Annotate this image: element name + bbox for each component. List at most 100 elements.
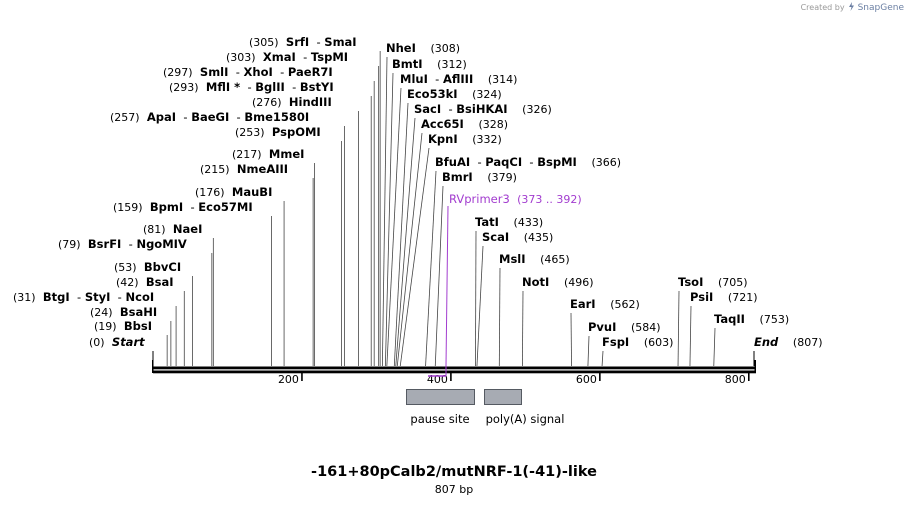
cut-position: (603) — [644, 336, 674, 349]
cut-position: (314) — [488, 73, 518, 86]
cut-position: (215) — [200, 163, 230, 176]
enzyme-name: BsiHKAI — [456, 102, 507, 116]
enzyme-name: BmrI — [442, 170, 473, 184]
cut-site-bmri[interactable]: BmrI (379) — [442, 170, 517, 184]
primer-label[interactable]: RVprimer3 (373 .. 392) — [449, 192, 582, 206]
tick-label-400: 400 — [427, 373, 448, 386]
cut-position: (433) — [514, 216, 544, 229]
credit-prefix: Created by — [800, 3, 845, 12]
cut-position: (312) — [437, 58, 467, 71]
cut-line-nhei — [381, 56, 388, 367]
enzyme-name: Acc65I — [421, 117, 464, 131]
cut-site-tati[interactable]: TatI (433) — [475, 215, 543, 229]
pause-site-box[interactable] — [406, 389, 475, 405]
cut-position: (305) — [249, 36, 279, 49]
cut-site-bsrfi[interactable]: (79) BsrFI - NgoMIV — [58, 237, 187, 251]
cut-position: (276) — [252, 96, 282, 109]
cut-site-smli[interactable]: (297) SmlI - XhoI - PaeR7I — [163, 65, 333, 79]
cut-site-scai[interactable]: ScaI (435) — [482, 230, 553, 244]
cut-site-bpmi[interactable]: (159) BpmI - Eco57MI — [113, 200, 253, 214]
enzyme-name: XmaI — [263, 50, 296, 64]
cut-site-mfli[interactable]: (293) MflI * - BglII - BstYI — [169, 80, 334, 94]
enzyme-name: MluI — [400, 72, 428, 86]
cut-line-noti — [521, 290, 524, 367]
cut-site-msli[interactable]: MslI (465) — [499, 252, 570, 266]
cut-site-noti[interactable]: NotI (496) — [522, 275, 594, 289]
cut-site-saci[interactable]: SacI - BsiHKAI (326) — [414, 102, 552, 116]
enzyme-name: Eco57MI — [198, 200, 252, 214]
cut-site-tsoi[interactable]: TsoI (705) — [678, 275, 748, 289]
enzyme-name: MauBI — [232, 185, 272, 199]
enzyme-name: End — [754, 335, 779, 349]
backbone-bottom-strand — [153, 370, 756, 374]
cut-site-end[interactable]: End (807) — [754, 335, 823, 349]
cut-site-srfi[interactable]: (305) SrfI - SmaI — [249, 35, 357, 49]
cut-site-maubi[interactable]: (176) MauBI — [195, 185, 272, 199]
cut-site-eco53ki[interactable]: Eco53kI (324) — [407, 87, 502, 101]
cut-position: (496) — [564, 276, 594, 289]
cut-site-bmti[interactable]: BmtI (312) — [392, 57, 467, 71]
cut-position: (435) — [524, 231, 554, 244]
cut-site-mmei[interactable]: (217) MmeI — [232, 147, 304, 161]
credit-brand: SnapGene — [857, 2, 904, 13]
enzyme-name: Start — [112, 335, 145, 349]
cut-site-kpni[interactable]: KpnI (332) — [428, 132, 502, 146]
enzyme-name: MflI * — [206, 80, 240, 94]
primer-connector — [445, 205, 449, 367]
enzyme-name: ApaI — [147, 110, 176, 124]
cut-line-eari — [570, 312, 572, 367]
cut-position: (81) — [143, 223, 166, 236]
cut-line-psii — [689, 305, 692, 367]
construct-length: 807 bp — [434, 483, 474, 496]
cut-site-nmeaiii[interactable]: (215) NmeAIII — [200, 162, 288, 176]
cut-position: (465) — [540, 253, 570, 266]
cut-position: (584) — [631, 321, 661, 334]
cut-site-fspi[interactable]: FspI (603) — [602, 335, 673, 349]
cut-site-mlui[interactable]: MluI - AflIII (314) — [400, 72, 517, 86]
enzyme-name: Eco53kI — [407, 87, 458, 101]
cut-line-tsoi — [677, 290, 680, 367]
enzyme-name: NheI — [386, 41, 416, 55]
snapgene-credit: Created by SnapGene — [801, 2, 904, 13]
cut-site-bsahi[interactable]: (24) BsaHI — [90, 305, 157, 319]
cut-site-pspomi[interactable]: (253) PspOMI — [235, 125, 321, 139]
cut-site-xmai[interactable]: (303) XmaI - TspMI — [226, 50, 348, 64]
cut-site-apai[interactable]: (257) ApaI - BaeGI - Bme1580I — [110, 110, 309, 124]
cut-site-start[interactable]: (0) Start — [89, 335, 145, 349]
cut-site-acc65i[interactable]: Acc65I (328) — [421, 117, 508, 131]
feature-polya-signal[interactable]: poly(A) signal — [484, 389, 565, 427]
cut-site-psii[interactable]: PsiI (721) — [690, 290, 758, 304]
cut-site-eari[interactable]: EarI (562) — [570, 297, 640, 311]
enzyme-name: BtgI — [43, 290, 70, 304]
cut-position: (293) — [169, 81, 199, 94]
snapgene-logo-icon — [848, 2, 855, 13]
cut-position: (42) — [116, 276, 139, 289]
start-cap — [152, 360, 154, 373]
enzyme-name: StyI — [85, 290, 111, 304]
cut-site-bsai[interactable]: (42) BsaI — [116, 275, 174, 289]
cut-site-taqii[interactable]: TaqII (753) — [714, 312, 789, 326]
cut-site-btgi[interactable]: (31) BtgI - StyI - NcoI — [13, 290, 154, 304]
polya-signal-label: poly(A) signal — [486, 412, 565, 426]
cut-site-bfuai[interactable]: BfuAI - PaqCI - BspMI (366) — [435, 155, 621, 169]
primer-rvprimer3[interactable] — [428, 366, 447, 377]
cut-site-naei[interactable]: (81) NaeI — [143, 222, 202, 236]
cut-site-bbvci[interactable]: (53) BbvCI — [114, 260, 181, 274]
enzyme-name: PspOMI — [272, 125, 321, 139]
enzyme-name: BbvCI — [144, 260, 181, 274]
cut-site-nhei[interactable]: NheI (308) — [386, 41, 460, 55]
cut-site-bbsi[interactable]: (19) BbsI — [94, 319, 152, 333]
primer-range: (373 .. 392) — [517, 193, 582, 206]
cut-site-pvui[interactable]: PvuI (584) — [588, 320, 661, 334]
enzyme-name: FspI — [602, 335, 629, 349]
enzyme-name: SmaI — [324, 35, 356, 49]
polya-signal-box[interactable] — [484, 389, 522, 405]
cut-position: (721) — [728, 291, 758, 304]
feature-pause-site[interactable]: pause site — [406, 389, 475, 427]
tick-label-800: 800 — [725, 373, 746, 386]
end-cap — [754, 360, 756, 373]
enzyme-name: XhoI — [244, 65, 273, 79]
enzyme-name: AflIII — [443, 72, 473, 86]
cut-position: (253) — [235, 126, 265, 139]
cut-site-hindiii[interactable]: (276) HindIII — [252, 95, 332, 109]
